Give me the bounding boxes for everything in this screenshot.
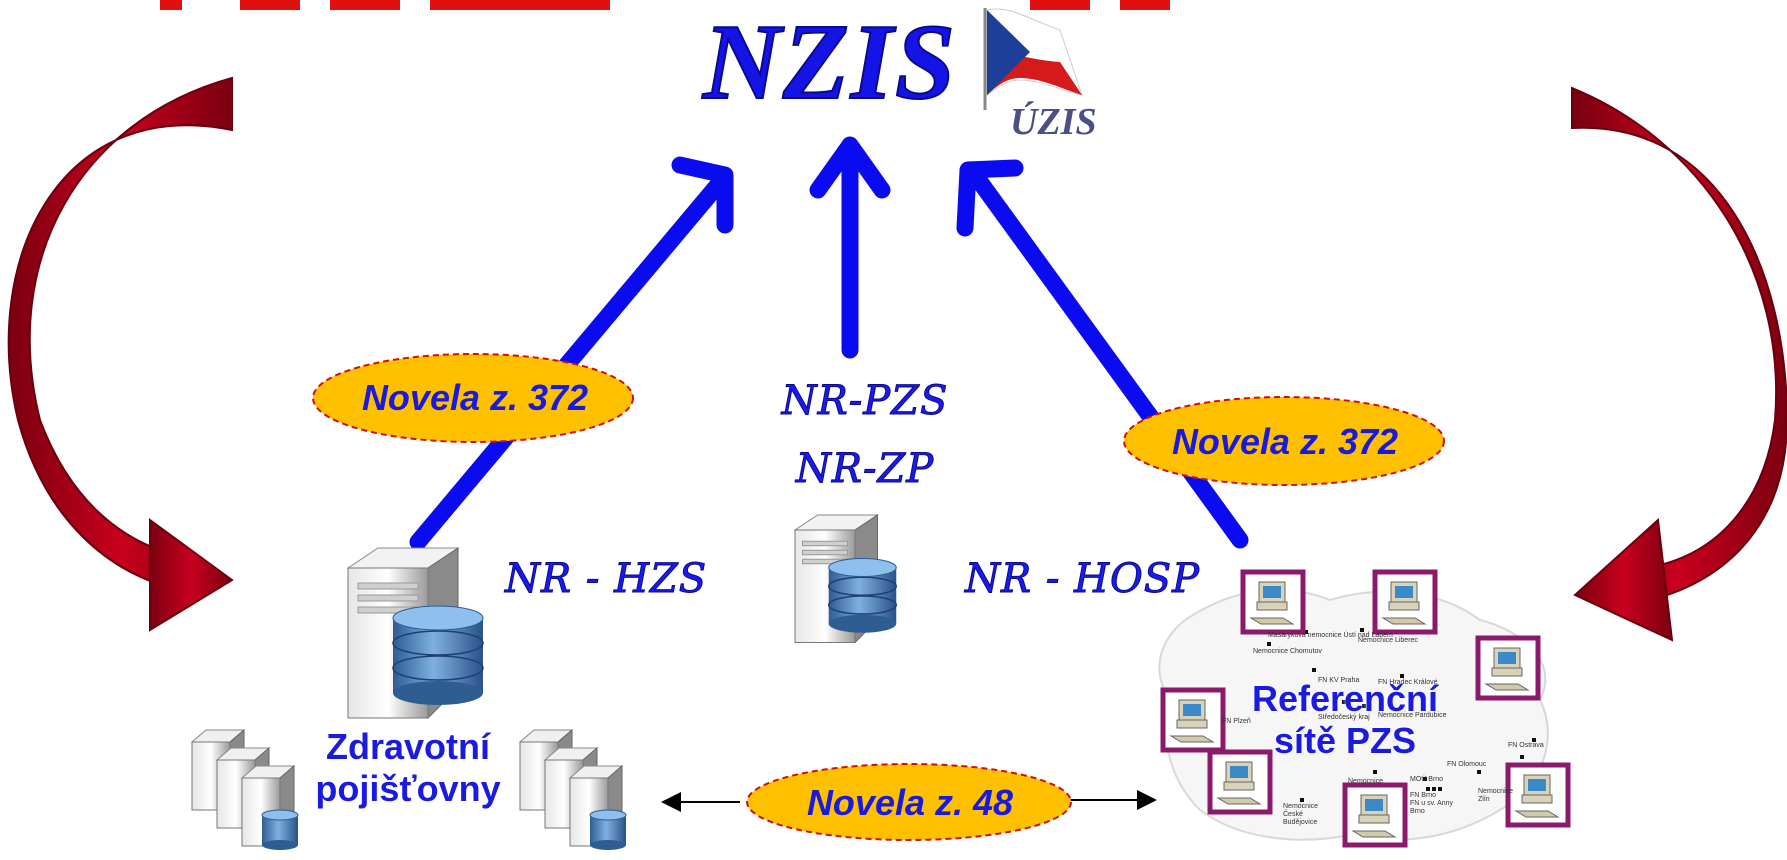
- amendment-bottom-label: Novela z. 48: [806, 782, 1014, 823]
- city-marker: [1400, 674, 1404, 678]
- map-label: FN Ostrava: [1508, 742, 1544, 749]
- map-label: Nemocnice Zlín: [1478, 788, 1514, 803]
- bottom-link-line: [661, 790, 1157, 812]
- city-marker: [1432, 787, 1436, 791]
- map-label: Středočeský kraj: [1318, 714, 1370, 721]
- register-nr-pzs: NR-PZS: [781, 378, 949, 425]
- amendment-left-label: Novela z. 372: [361, 377, 589, 418]
- city-marker: [1312, 668, 1316, 672]
- map-label: Masarykova nemocnice Ústí nad Labem: [1268, 632, 1393, 639]
- city-marker: [1360, 628, 1364, 632]
- map-label: Nemocnice Liberec: [1358, 637, 1418, 644]
- map-label: FN Brno: [1410, 792, 1437, 799]
- map-label: MOÚ Brno: [1410, 776, 1444, 783]
- server-cluster-icon: [190, 728, 299, 850]
- insurers-line1: Zdravotní: [325, 726, 490, 767]
- uzis-logo-text: ÚZIS: [1010, 101, 1097, 143]
- computer-terminal-icon: [1372, 569, 1438, 635]
- city-marker: [1423, 777, 1427, 781]
- blue-arrows: [409, 136, 1249, 551]
- computer-terminal-icon: [1342, 782, 1408, 848]
- map-label: FN Plzeň: [1222, 718, 1251, 725]
- flag-icon: [983, 8, 1083, 110]
- computer-terminal-icon: [1475, 635, 1541, 701]
- map-label: FN Olomouc: [1447, 761, 1487, 768]
- map-label: Nemocnice České Budějovice: [1283, 803, 1319, 826]
- city-marker: [1520, 755, 1524, 759]
- reference-network-line2: sítě PZS: [1273, 720, 1417, 761]
- city-marker: [1342, 700, 1346, 704]
- city-marker: [1267, 642, 1271, 646]
- computer-terminal-icon: [1505, 762, 1571, 828]
- computer-terminal-icon: [1240, 569, 1306, 635]
- map-label: FN Hradec Králové: [1378, 679, 1438, 686]
- city-marker: [1373, 770, 1377, 774]
- map-label: FN KV Praha: [1318, 677, 1360, 684]
- map-label: Nemocnice Chomutov: [1253, 648, 1322, 655]
- city-marker: [1362, 704, 1366, 708]
- server-database-icon: [346, 547, 484, 720]
- amendment-oval-bottom: [746, 763, 1072, 841]
- reference-network-label: Referenční sítě PZS: [1230, 678, 1460, 762]
- left-curved-arrow: [7, 76, 234, 632]
- amendment-oval-left: [312, 353, 634, 443]
- city-marker: [1438, 787, 1442, 791]
- computer-terminal-icons: [1160, 569, 1571, 848]
- right-curved-arrow: [1571, 86, 1787, 642]
- nzis-title: NZIS: [702, 3, 958, 122]
- reference-network-line1: Referenční: [1251, 678, 1439, 719]
- register-nr-zp: NR-ZP: [795, 446, 935, 493]
- register-nr-hosp: NR - HOSP: [964, 556, 1201, 603]
- amendment-oval-right: [1123, 396, 1445, 486]
- title-remnant: [160, 0, 1170, 10]
- city-marker: [1426, 787, 1430, 791]
- amendment-right-label: Novela z. 372: [1171, 421, 1399, 462]
- insurers-label: Zdravotní pojišťovny: [298, 726, 518, 810]
- insurers-line2: pojišťovny: [315, 768, 501, 809]
- city-marker: [1532, 738, 1536, 742]
- map-label: Nemocnice Pardubice: [1378, 712, 1447, 719]
- city-marker: [1304, 630, 1308, 634]
- city-marker: [1300, 798, 1304, 802]
- map-label: FN u sv. Anny Brno: [1410, 800, 1454, 815]
- city-marker: [1477, 770, 1481, 774]
- server-cluster-icon: [518, 728, 627, 850]
- register-nr-hzs: NR - HZS: [504, 556, 708, 603]
- server-database-icon: [793, 514, 897, 644]
- computer-terminal-icon: [1207, 749, 1273, 815]
- map-label: Nemocnice: [1348, 778, 1384, 785]
- computer-terminal-icon: [1160, 687, 1226, 753]
- map-city-markers: [1205, 628, 1536, 802]
